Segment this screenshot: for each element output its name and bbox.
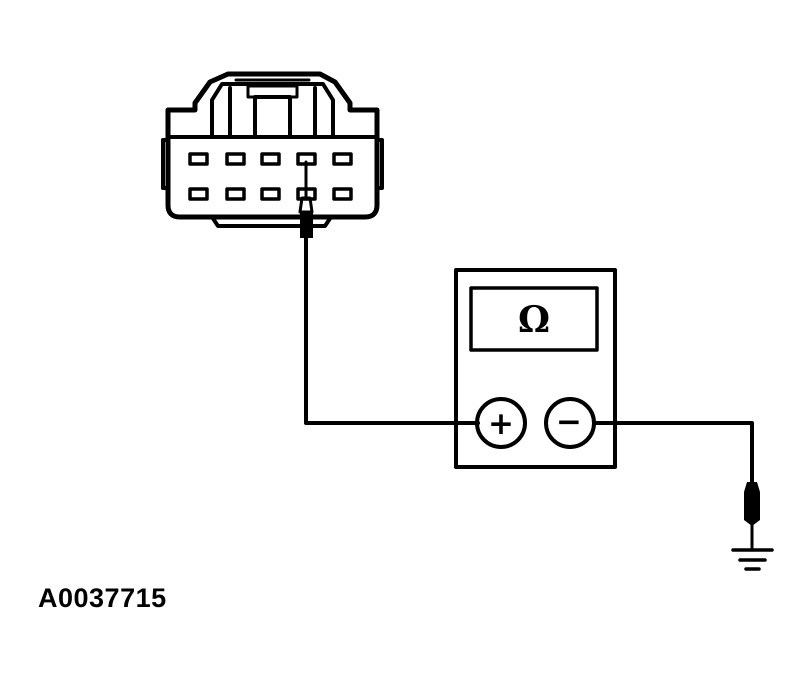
meter-display-symbol: Ω xyxy=(518,299,550,341)
probe-icon xyxy=(298,160,314,238)
wire-positive xyxy=(304,234,480,425)
ohmmeter-icon xyxy=(454,268,617,469)
probe-icon xyxy=(744,482,760,552)
meter-positive-terminal: + xyxy=(488,406,514,442)
ground-symbol-icon xyxy=(731,548,774,571)
meter-negative-terminal: − xyxy=(556,404,582,440)
connector-icon xyxy=(161,71,384,228)
wire-negative xyxy=(592,421,754,484)
figure-id: A0037715 xyxy=(38,583,167,613)
